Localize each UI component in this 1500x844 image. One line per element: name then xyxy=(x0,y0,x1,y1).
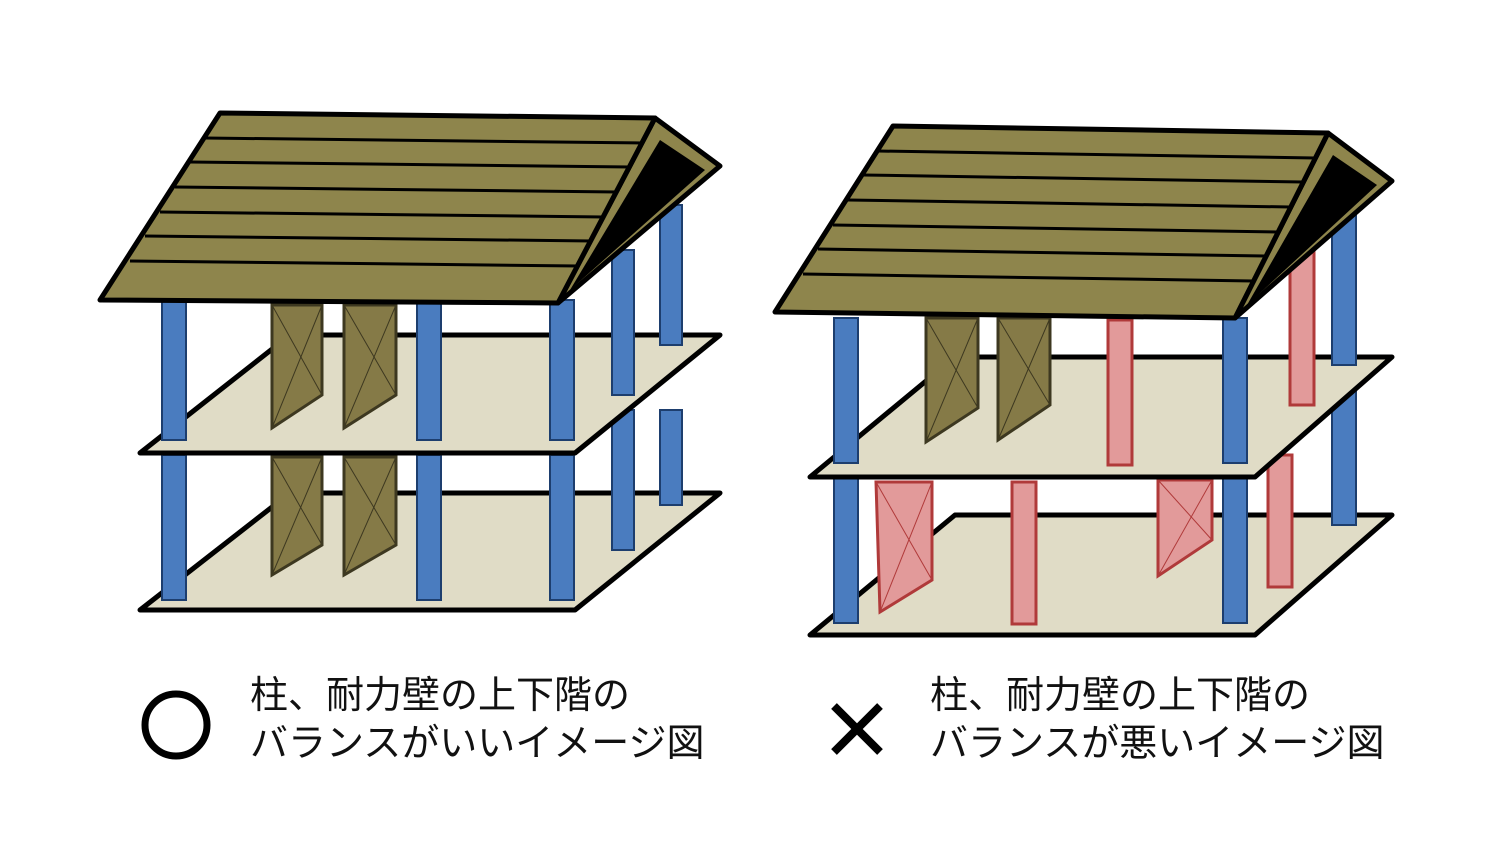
good-column xyxy=(611,409,635,551)
good-roof xyxy=(97,110,723,306)
bad-column-misaligned xyxy=(1288,248,1316,407)
good-bearing-wall xyxy=(342,303,398,431)
bad-column-misaligned xyxy=(1106,318,1134,467)
bad-roof xyxy=(772,123,1395,321)
bad-caption: 柱、耐力壁の上下階の バランスが悪いイメージ図 xyxy=(831,673,1384,765)
good-bearing-wall xyxy=(342,455,398,578)
good-column xyxy=(161,299,187,441)
good-column xyxy=(549,299,575,441)
bad-column xyxy=(833,317,859,464)
bad-balance-house xyxy=(772,123,1395,638)
bad-caption-line2: バランスが悪いイメージ図 xyxy=(930,721,1384,765)
good-column xyxy=(659,204,683,346)
good-column xyxy=(659,409,683,506)
good-caption: 柱、耐力壁の上下階の バランスがいいイメージ図 xyxy=(141,673,704,765)
bad-column-misaligned xyxy=(1266,453,1294,589)
circle-icon xyxy=(141,690,211,760)
bad-bearing-wall xyxy=(924,316,980,445)
bad-bearing-wall xyxy=(996,316,1052,443)
bad-column xyxy=(833,477,859,624)
bad-bearing-wall-misaligned xyxy=(1156,478,1214,579)
bad-column xyxy=(1222,477,1248,624)
good-balance-house xyxy=(97,110,723,613)
good-bearing-wall xyxy=(270,303,324,431)
bad-column xyxy=(1222,317,1248,464)
cross-icon xyxy=(831,703,883,755)
bad-caption-line1: 柱、耐力壁の上下階の xyxy=(930,673,1310,717)
good-column xyxy=(549,454,575,601)
bad-column-misaligned xyxy=(1010,480,1038,626)
good-column xyxy=(416,299,442,441)
good-caption-line2: バランスがいいイメージ図 xyxy=(250,721,704,765)
good-column xyxy=(161,454,187,601)
good-caption-line1: 柱、耐力壁の上下階の xyxy=(250,673,630,717)
good-column xyxy=(611,249,635,396)
good-column xyxy=(416,454,442,601)
good-bearing-wall xyxy=(270,455,324,578)
bad-bearing-wall-misaligned xyxy=(874,480,934,615)
